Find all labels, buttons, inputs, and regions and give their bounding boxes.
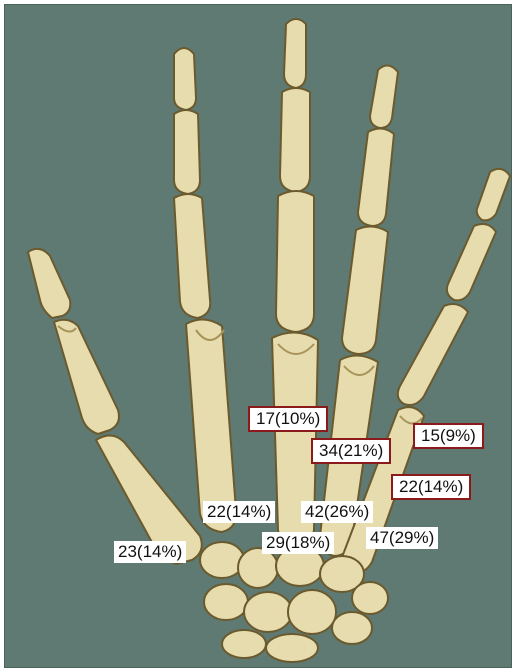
middle-finger-bones xyxy=(272,19,318,548)
label-thumb-cmc: 23(14%) xyxy=(114,541,186,563)
label-ring-mcp: 34(21%) xyxy=(311,438,391,464)
label-little-shaft: 22(14%) xyxy=(391,474,471,500)
label-little-cmc: 47(29%) xyxy=(366,527,438,549)
thumb-bones xyxy=(28,249,202,564)
label-index-cmc: 22(14%) xyxy=(203,501,275,523)
label-little-mcp: 15(9%) xyxy=(413,423,484,449)
index-finger-bones xyxy=(174,48,236,532)
label-middle-cmc: 29(18%) xyxy=(262,532,334,554)
label-ring-cmc: 42(26%) xyxy=(301,501,373,523)
label-middle-mcp: 17(10%) xyxy=(248,406,328,432)
